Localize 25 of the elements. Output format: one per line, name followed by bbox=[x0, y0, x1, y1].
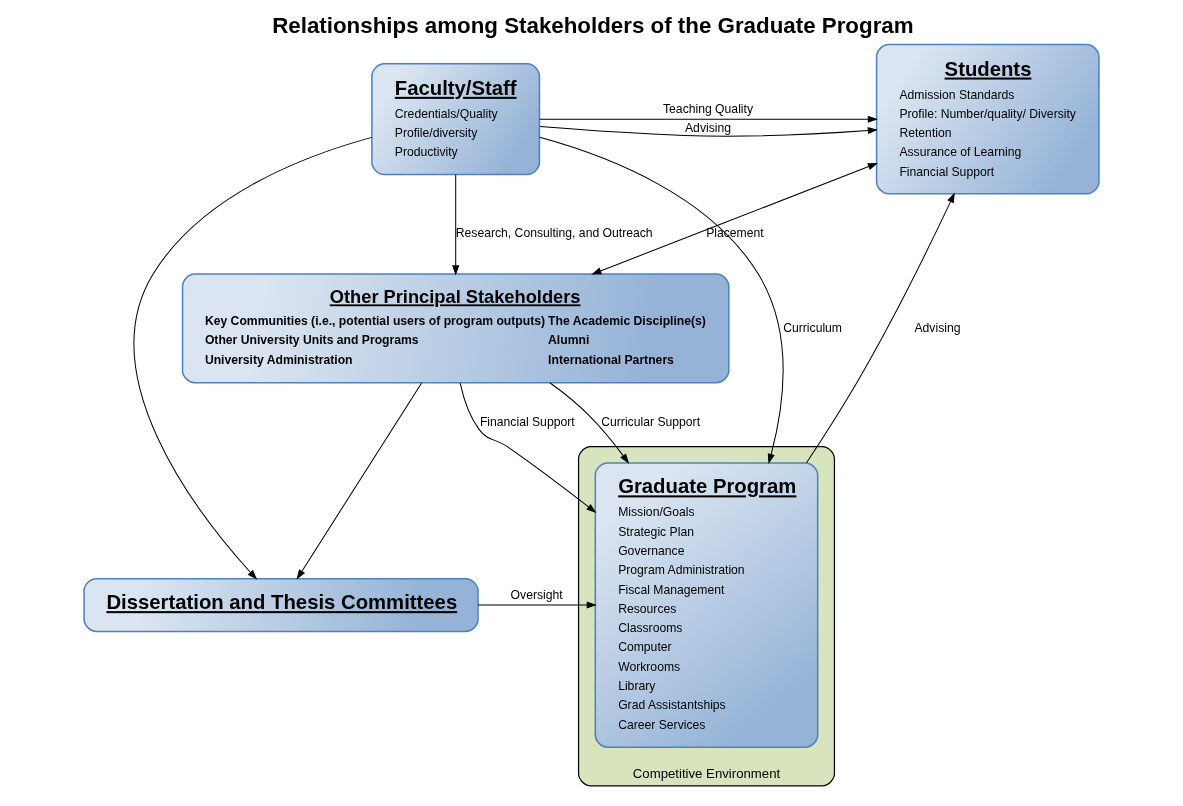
arrow bbox=[459, 382, 597, 514]
arrow bbox=[477, 601, 597, 609]
edge-label: Advising bbox=[914, 320, 961, 335]
arrow bbox=[539, 136, 784, 464]
arrow bbox=[806, 192, 955, 464]
arrow bbox=[591, 162, 878, 275]
edge-label: Research, Consulting, and Outreach bbox=[455, 226, 653, 241]
arrow bbox=[452, 174, 460, 276]
arrow bbox=[133, 136, 373, 580]
edge-label: Oversight bbox=[510, 587, 563, 602]
node-box: Dissertation and Thesis Committees bbox=[83, 577, 479, 633]
node-box: Other Principal Stakeholders Key Communities (i.e., potential users of program outputs) The Academic Discipline(s) Other University Units and Programs Alumni University Administration International Partners bbox=[181, 273, 730, 384]
edge-label: Advising bbox=[685, 120, 732, 135]
diagram-title: Relationships among Stakeholders of the Graduate Program bbox=[272, 12, 914, 38]
edge-label: Teaching Quality bbox=[663, 101, 754, 116]
edge-label: Financial Support bbox=[479, 414, 575, 429]
arrow bbox=[296, 382, 423, 580]
edge-label: Curriculum bbox=[783, 320, 843, 335]
arrow bbox=[549, 382, 630, 464]
node-box: Students Admission Standards Profile: Number/quality/ Diversity Retention Assurance of Learning Financial Support bbox=[875, 43, 1100, 195]
node-box: Faculty/Staff Credentials/Quality Profile/diversity Productivity bbox=[371, 63, 541, 176]
arrow bbox=[539, 126, 878, 137]
edge-label: Curricular Support bbox=[601, 414, 701, 429]
arrow bbox=[539, 115, 878, 123]
node-box: Graduate Program Mission/Goals Strategic Plan Governance Program Administration Fiscal Management Resources Classrooms Computer Workrooms Library Grad Assistantships Career Services bbox=[594, 462, 819, 748]
